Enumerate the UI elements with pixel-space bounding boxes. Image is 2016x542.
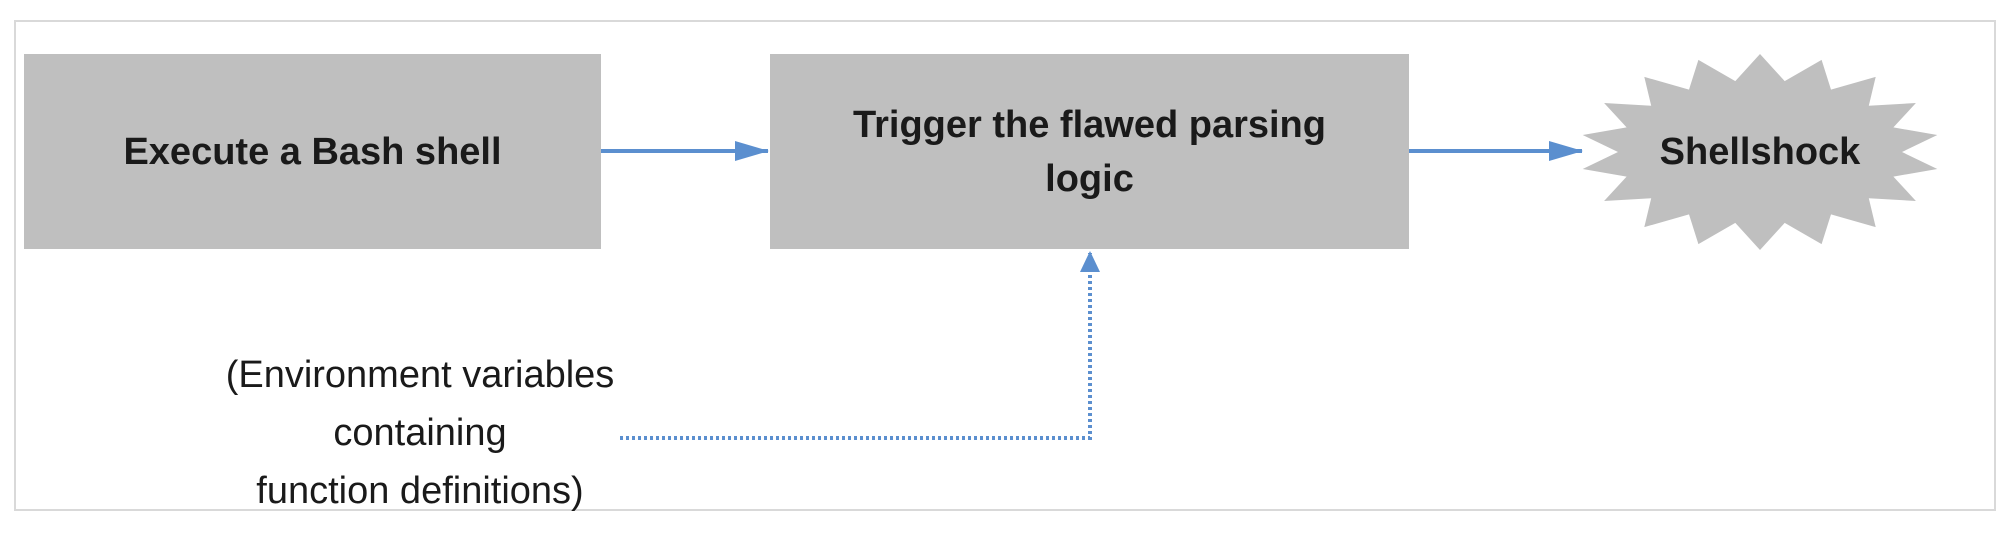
dotted-arrow-head xyxy=(1080,251,1100,272)
starburst-shape xyxy=(1582,54,1938,250)
environment-variables-note: (Environment variables containing functi… xyxy=(150,346,690,520)
execute-bash-shell-label: Execute a Bash shell xyxy=(123,130,502,173)
starburst-polygon xyxy=(1582,54,1938,250)
diagram-frame xyxy=(14,20,1996,511)
shellshock-starburst: Shellshock xyxy=(1578,52,1942,252)
dotted-arrow-note-to-trigger xyxy=(620,253,1092,440)
shellshock-label: Shellshock xyxy=(1659,130,1861,173)
trigger-parsing-logic-box: Trigger the flawed parsing logic xyxy=(770,54,1409,249)
note-line-1: (Environment variables xyxy=(225,354,615,396)
trigger-parsing-logic-label: Trigger the flawed parsing logic xyxy=(853,103,1326,200)
execute-bash-shell-box: Execute a Bash shell xyxy=(24,54,601,249)
note-line-3: function definitions) xyxy=(256,470,584,512)
note-line-2: containing xyxy=(333,412,507,454)
